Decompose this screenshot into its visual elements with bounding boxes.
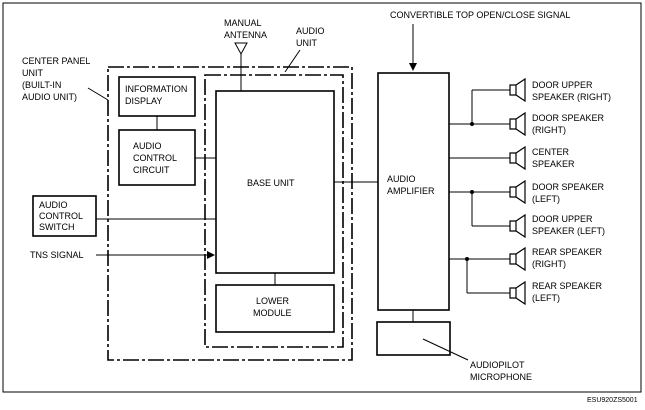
- audio-control-switch-label: AUDIO: [39, 200, 68, 210]
- center-panel-unit-label: CENTER PANEL: [22, 56, 90, 66]
- audio-unit-leader: [284, 49, 301, 73]
- speaker-label: DOOR SPEAKER: [532, 182, 605, 192]
- antenna-icon: [234, 42, 248, 56]
- audiopilot-microphone-label-2: MICROPHONE: [470, 372, 532, 382]
- audio-unit-label-2: UNIT: [296, 38, 317, 48]
- speaker-door-upper-left: DOOR UPPER SPEAKER (LEFT): [509, 213, 605, 239]
- speaker-label-2: SPEAKER (RIGHT): [532, 92, 611, 102]
- audio-amplifier-box: [377, 72, 450, 311]
- audio-unit-label: AUDIO: [296, 26, 325, 36]
- lower-module-label: LOWER: [256, 296, 290, 306]
- speaker-icon: [509, 77, 526, 103]
- speaker-wiring: [449, 89, 510, 294]
- audio-control-circuit-label-3: CIRCUIT: [133, 165, 170, 175]
- figure-code: ESU920ZS5001: [587, 397, 638, 404]
- speaker-icon: [509, 246, 526, 272]
- audio-control-circuit-box: [118, 129, 196, 186]
- audiopilot-microphone-label: AUDIOPILOT: [470, 360, 525, 370]
- manual-antenna-label-2: ANTENNA: [224, 30, 267, 40]
- audio-control-switch-label-2: CONTROL: [39, 211, 83, 221]
- center-panel-unit-leader: [87, 87, 109, 101]
- speaker-label-2: SPEAKER: [532, 159, 575, 169]
- microphone-leader: [422, 338, 469, 361]
- audio-control-switch-box: [32, 195, 97, 237]
- base-unit-label: BASE UNIT: [247, 178, 295, 188]
- tns-signal-label: TNS SIGNAL: [30, 250, 84, 260]
- center-panel-unit-label-2: UNIT: [22, 68, 43, 78]
- diagram-frame: [2, 2, 642, 393]
- speaker-icon: [509, 280, 526, 306]
- audio-amplifier-label-2: AMPLIFIER: [387, 186, 435, 196]
- speaker-label: DOOR SPEAKER: [532, 113, 605, 123]
- audio-unit-boundary: [204, 74, 344, 348]
- lower-module-box: [215, 284, 335, 333]
- audio-amplifier-label: AUDIO: [387, 174, 416, 184]
- audio-control-circuit-label-2: CONTROL: [133, 153, 177, 163]
- speaker-icon: [509, 111, 526, 137]
- audiopilot-microphone-box: [376, 321, 451, 356]
- base-unit-box: [215, 90, 335, 274]
- speaker-rear-right: REAR SPEAKER (RIGHT): [509, 246, 603, 272]
- information-display-label-2: DISPLAY: [125, 96, 162, 106]
- speaker-label-2: (RIGHT): [532, 125, 566, 135]
- speaker-rear-left: REAR SPEAKER (LEFT): [509, 280, 603, 306]
- audio-control-switch-label-3: SWITCH: [39, 222, 75, 232]
- speaker-door-left: DOOR SPEAKER (LEFT): [509, 179, 605, 205]
- speaker-center: CENTER SPEAKER: [509, 145, 575, 171]
- speaker-label-2: (LEFT): [532, 293, 560, 303]
- center-panel-unit-boundary: [107, 66, 353, 361]
- speaker-label-2: (LEFT): [532, 194, 560, 204]
- speaker-label-2: SPEAKER (LEFT): [532, 226, 605, 236]
- speaker-label: REAR SPEAKER: [532, 247, 603, 257]
- information-display-label: INFORMATION: [125, 84, 187, 94]
- speaker-door-upper-right: DOOR UPPER SPEAKER (RIGHT): [509, 77, 611, 103]
- speaker-icon: [509, 145, 526, 171]
- speaker-label: CENTER: [532, 147, 570, 157]
- speaker-icon: [509, 179, 526, 205]
- center-panel-unit-label-4: AUDIO UNIT): [22, 92, 77, 102]
- speaker-label: DOOR UPPER: [532, 80, 593, 90]
- lower-module-label-2: MODULE: [253, 308, 292, 318]
- center-panel-unit-label-3: (BUILT-IN: [22, 80, 61, 90]
- speaker-icon: [509, 213, 526, 239]
- manual-antenna-label: MANUAL: [224, 18, 262, 28]
- audio-control-circuit-label: AUDIO: [133, 141, 162, 151]
- speaker-label: REAR SPEAKER: [532, 281, 603, 291]
- speaker-door-right: DOOR SPEAKER (RIGHT): [509, 111, 605, 137]
- speaker-label-2: (RIGHT): [532, 259, 566, 269]
- convertible-top-signal-label: CONVERTIBLE TOP OPEN/CLOSE SIGNAL: [390, 10, 570, 20]
- speaker-label: DOOR UPPER: [532, 214, 593, 224]
